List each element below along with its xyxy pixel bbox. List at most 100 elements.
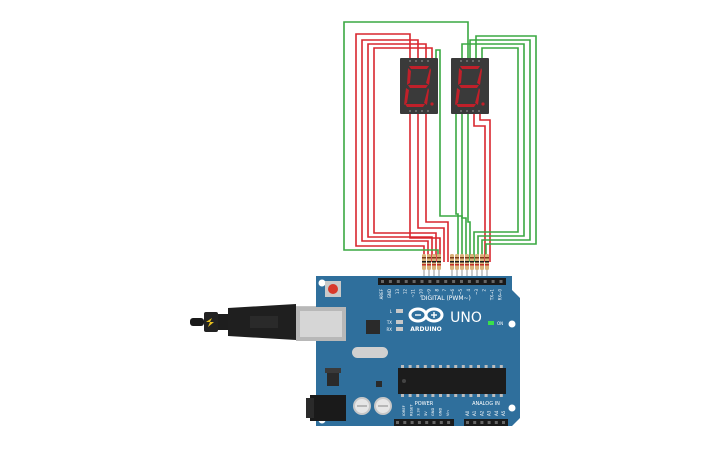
wire-green-7[interactable] [461, 114, 467, 262]
header-pin[interactable] [460, 280, 463, 283]
header-pin[interactable] [432, 421, 436, 424]
wire-green-9[interactable] [435, 49, 463, 262]
wire-green-2[interactable] [461, 43, 525, 262]
wire-red-8[interactable] [479, 114, 491, 262]
led-l [396, 309, 403, 313]
header-pin[interactable] [396, 280, 400, 283]
resistor[interactable] [475, 254, 479, 279]
header-pin[interactable] [480, 421, 484, 424]
header-pin[interactable] [404, 280, 408, 283]
resistor[interactable] [465, 254, 469, 279]
pins-top [409, 60, 429, 62]
wire-green-3[interactable] [469, 39, 531, 262]
header-pin[interactable] [439, 421, 443, 424]
digital-pin-label: ~6 [450, 289, 455, 295]
analog-pin-label: A3 [487, 410, 492, 416]
seven-segment-display-left[interactable] [400, 58, 438, 114]
wire-red-7[interactable] [425, 114, 449, 262]
power-pin-label: RESET [409, 404, 413, 416]
power-jack[interactable] [310, 395, 346, 421]
mount-hole [508, 404, 516, 412]
header-pin[interactable] [502, 421, 505, 424]
led-rx-label: RX [386, 327, 392, 332]
header-pin[interactable] [396, 421, 399, 424]
led-rx [396, 327, 403, 331]
digital-header[interactable] [378, 278, 506, 285]
resistor[interactable] [432, 254, 436, 279]
header-pin[interactable] [412, 280, 416, 283]
header-pin[interactable] [447, 421, 451, 424]
header-pin[interactable] [388, 280, 392, 283]
header-pin[interactable] [466, 421, 469, 424]
wires [343, 21, 537, 262]
wire-red-5[interactable] [409, 114, 441, 262]
header-pin[interactable] [452, 280, 456, 283]
power-pin-label: GND [431, 408, 435, 416]
resistor[interactable] [480, 254, 484, 279]
resistor[interactable] [427, 254, 431, 279]
analog-pin-label: A0 [465, 410, 470, 416]
led-tx [396, 320, 403, 324]
pins-bottom [460, 110, 480, 112]
red-wires [355, 33, 491, 262]
wire-green-6[interactable] [455, 114, 459, 262]
crystal [352, 347, 388, 358]
header-pin[interactable] [381, 280, 384, 283]
power-pin-label: 5V [424, 411, 428, 416]
header-pin[interactable] [436, 280, 440, 283]
wire-red-2[interactable] [361, 39, 429, 262]
power-pin-label: 3.3V [417, 407, 421, 416]
header-pin[interactable] [499, 280, 503, 283]
resistor[interactable] [455, 254, 459, 279]
header-pin[interactable] [491, 280, 495, 283]
resistor[interactable] [485, 254, 489, 279]
usb-chip [366, 320, 380, 334]
header-pin[interactable] [475, 280, 479, 283]
model-label: UNO [450, 310, 482, 326]
header-pin[interactable] [428, 280, 432, 283]
resistor[interactable] [470, 254, 474, 279]
header-pin[interactable] [487, 421, 491, 424]
analog-header[interactable] [464, 419, 508, 426]
analog-pin-label: A5 [501, 410, 506, 416]
power-header[interactable] [394, 419, 454, 426]
on-label: ON [497, 321, 503, 326]
wire-red-9[interactable] [473, 114, 486, 262]
brand-label: ARDUINO [410, 326, 441, 333]
wire-green-1[interactable] [343, 21, 469, 262]
header-pin[interactable] [425, 421, 429, 424]
wire-green-8[interactable] [467, 114, 471, 262]
wire-red-1[interactable] [355, 33, 425, 262]
atmega-chip [398, 368, 506, 394]
power-pin-label: Vin [446, 410, 450, 416]
resistor[interactable] [450, 254, 454, 279]
digital-pin-label: ~9 [426, 289, 431, 295]
resistor[interactable] [422, 254, 426, 279]
header-pin[interactable] [417, 421, 421, 424]
digital-pin-label: 7 [442, 289, 447, 292]
led-tx-label: TX [386, 320, 392, 325]
header-pin[interactable] [473, 421, 477, 424]
seven-segment-display-right[interactable] [451, 58, 489, 114]
header-pin[interactable] [420, 280, 424, 283]
header-pin[interactable] [483, 280, 487, 283]
digital-pin-label: 4 [466, 289, 471, 292]
resistor[interactable] [460, 254, 464, 279]
header-pin[interactable] [467, 280, 471, 283]
wire-green-5[interactable] [473, 47, 519, 262]
wire-green-4[interactable] [475, 35, 537, 262]
pins-bottom [409, 110, 429, 112]
segments [455, 66, 482, 107]
digital-pin-label: GND [387, 289, 392, 298]
voltage-regulator [327, 372, 339, 386]
wire-red-6[interactable] [417, 114, 445, 262]
header-pin[interactable] [410, 421, 414, 424]
header-pin[interactable] [444, 280, 448, 283]
wire-red-3[interactable] [367, 43, 433, 262]
header-pin[interactable] [494, 421, 498, 424]
resistor[interactable] [437, 254, 441, 279]
header-pin[interactable] [403, 421, 407, 424]
